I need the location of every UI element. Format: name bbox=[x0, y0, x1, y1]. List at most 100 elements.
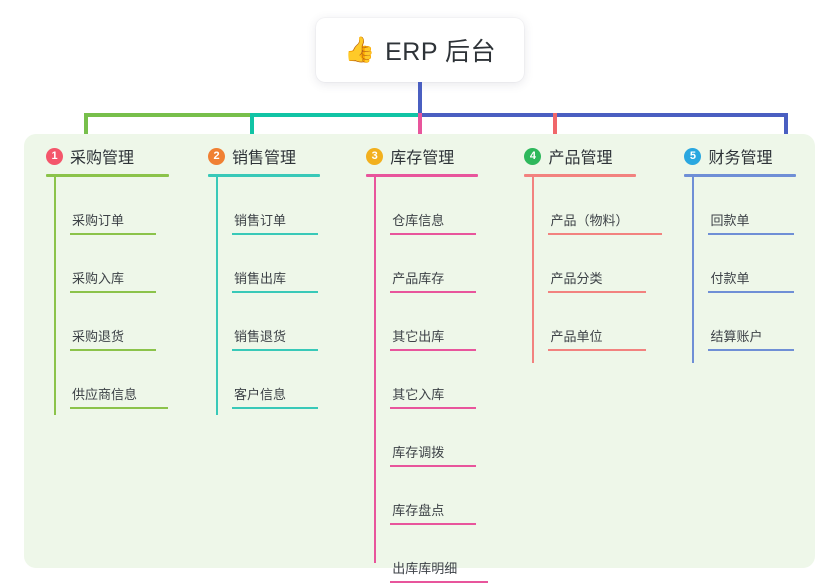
branch-spine-sales bbox=[216, 177, 218, 415]
list-item[interactable]: 结算账户 bbox=[692, 293, 815, 351]
branch-title-sales: 销售管理 bbox=[232, 150, 297, 167]
item-underline bbox=[390, 581, 489, 583]
item-label: 采购订单 bbox=[72, 213, 125, 228]
branch-items-inventory: 仓库信息 产品库存 其它出库 其它入库 库存调拨 bbox=[374, 177, 502, 583]
item-underline bbox=[548, 349, 647, 351]
item-underline bbox=[390, 233, 477, 235]
list-item[interactable]: 其它出库 bbox=[374, 293, 502, 351]
branch-title-purchasing: 采购管理 bbox=[70, 150, 135, 167]
list-item[interactable]: 供应商信息 bbox=[54, 351, 186, 409]
list-item[interactable]: 销售订单 bbox=[216, 177, 344, 235]
item-underline bbox=[548, 291, 647, 293]
item-underline bbox=[390, 465, 477, 467]
list-item[interactable]: 销售出库 bbox=[216, 235, 344, 293]
branch-column-inventory: 3 库存管理 仓库信息 产品库存 其它出库 其它入库 bbox=[344, 134, 502, 583]
list-item[interactable]: 产品库存 bbox=[374, 235, 502, 293]
connector-drop-4 bbox=[553, 113, 557, 146]
item-label: 产品分类 bbox=[550, 271, 603, 286]
branches-panel bbox=[24, 134, 815, 568]
item-label: 回款单 bbox=[710, 213, 750, 228]
item-label: 付款单 bbox=[710, 271, 750, 286]
list-item[interactable]: 库存调拨 bbox=[374, 409, 502, 467]
item-label: 产品库存 bbox=[392, 271, 445, 286]
branch-header-purchasing[interactable]: 1 采购管理 bbox=[46, 134, 186, 172]
list-item[interactable]: 销售退货 bbox=[216, 293, 344, 351]
list-item[interactable]: 库存盘点 bbox=[374, 467, 502, 525]
list-item[interactable]: 产品分类 bbox=[532, 235, 662, 293]
item-label: 结算账户 bbox=[710, 329, 763, 344]
item-label: 供应商信息 bbox=[72, 387, 138, 402]
branch-columns: 1 采购管理 采购订单 采购入库 采购退货 供应商信 bbox=[24, 134, 815, 583]
branch-title-finance: 财务管理 bbox=[708, 150, 773, 167]
branch-underline-inventory bbox=[366, 174, 479, 177]
branch-spine-finance bbox=[692, 177, 695, 363]
list-item[interactable]: 仓库信息 bbox=[374, 177, 502, 235]
branch-column-sales: 2 销售管理 销售订单 销售出库 销售退货 客户信息 bbox=[186, 134, 344, 568]
item-underline bbox=[232, 233, 318, 235]
list-item[interactable]: 采购退货 bbox=[54, 293, 186, 351]
item-underline bbox=[70, 349, 156, 351]
list-item[interactable]: 出库库明细 bbox=[374, 525, 502, 583]
root-title: ERP 后台 bbox=[385, 38, 497, 66]
branch-header-inventory[interactable]: 3 库存管理 bbox=[366, 134, 502, 172]
root-node[interactable]: 👍 ERP 后台 bbox=[316, 18, 524, 82]
list-item[interactable]: 付款单 bbox=[692, 235, 815, 293]
list-item[interactable]: 采购入库 bbox=[54, 235, 186, 293]
branch-header-finance[interactable]: 5 财务管理 bbox=[684, 134, 815, 172]
connector-bus-left bbox=[84, 113, 250, 117]
branch-spine-purchasing bbox=[54, 177, 56, 415]
item-label: 库存调拨 bbox=[392, 445, 445, 460]
item-label: 库存盘点 bbox=[392, 503, 445, 518]
item-underline bbox=[390, 523, 477, 525]
item-label: 仓库信息 bbox=[392, 213, 445, 228]
branch-spine-product bbox=[532, 177, 535, 363]
branch-column-purchasing: 1 采购管理 采购订单 采购入库 采购退货 供应商信 bbox=[24, 134, 186, 568]
item-label: 采购入库 bbox=[72, 271, 125, 286]
branch-underline-finance bbox=[684, 174, 797, 177]
connector-stem bbox=[418, 82, 422, 116]
item-underline bbox=[70, 291, 156, 293]
item-label: 出库库明细 bbox=[392, 561, 458, 576]
badge-3: 3 bbox=[366, 147, 384, 165]
list-item[interactable]: 产品（物料） bbox=[532, 177, 663, 235]
branch-items-purchasing: 采购订单 采购入库 采购退货 供应商信息 bbox=[54, 177, 186, 415]
list-item[interactable]: 产品单位 bbox=[532, 293, 662, 351]
badge-2: 2 bbox=[208, 147, 225, 165]
branch-underline-product bbox=[524, 174, 637, 177]
branch-title-inventory: 库存管理 bbox=[390, 150, 455, 167]
list-item[interactable]: 客户信息 bbox=[216, 351, 344, 409]
item-underline bbox=[70, 233, 156, 235]
branch-items-finance: 回款单 付款单 结算账户 bbox=[692, 177, 815, 363]
item-underline bbox=[232, 349, 318, 351]
connector-bus-middle bbox=[250, 113, 418, 117]
branch-underline-sales bbox=[208, 174, 320, 177]
item-label: 客户信息 bbox=[234, 387, 287, 402]
item-label: 其它入库 bbox=[392, 387, 445, 402]
branch-items-product: 产品（物料） 产品分类 产品单位 bbox=[532, 177, 663, 363]
item-label: 产品（物料） bbox=[550, 213, 629, 228]
item-underline bbox=[390, 407, 477, 409]
branch-title-product: 产品管理 bbox=[548, 150, 613, 167]
branch-underline-purchasing bbox=[46, 174, 169, 177]
list-item[interactable]: 其它入库 bbox=[374, 351, 502, 409]
item-label: 产品单位 bbox=[550, 329, 603, 344]
item-underline bbox=[708, 291, 795, 293]
item-underline bbox=[548, 233, 663, 235]
list-item[interactable]: 采购订单 bbox=[54, 177, 186, 235]
item-underline bbox=[390, 349, 477, 351]
thumbs-up-icon: 👍 bbox=[343, 35, 376, 64]
branch-column-finance: 5 财务管理 回款单 付款单 结算账户 bbox=[662, 134, 815, 568]
list-item[interactable]: 回款单 bbox=[692, 177, 815, 235]
badge-4: 4 bbox=[524, 147, 542, 165]
branch-header-product[interactable]: 4 产品管理 bbox=[524, 134, 662, 172]
item-label: 销售出库 bbox=[234, 271, 287, 286]
branch-header-sales[interactable]: 2 销售管理 bbox=[208, 134, 344, 172]
branch-column-product: 4 产品管理 产品（物料） 产品分类 产品单位 bbox=[502, 134, 663, 568]
item-underline bbox=[70, 407, 168, 409]
connector-drop-5 bbox=[784, 113, 788, 146]
item-underline bbox=[708, 349, 795, 351]
item-label: 销售订单 bbox=[234, 213, 287, 228]
item-underline bbox=[232, 291, 318, 293]
connector-drop-1 bbox=[84, 113, 88, 146]
